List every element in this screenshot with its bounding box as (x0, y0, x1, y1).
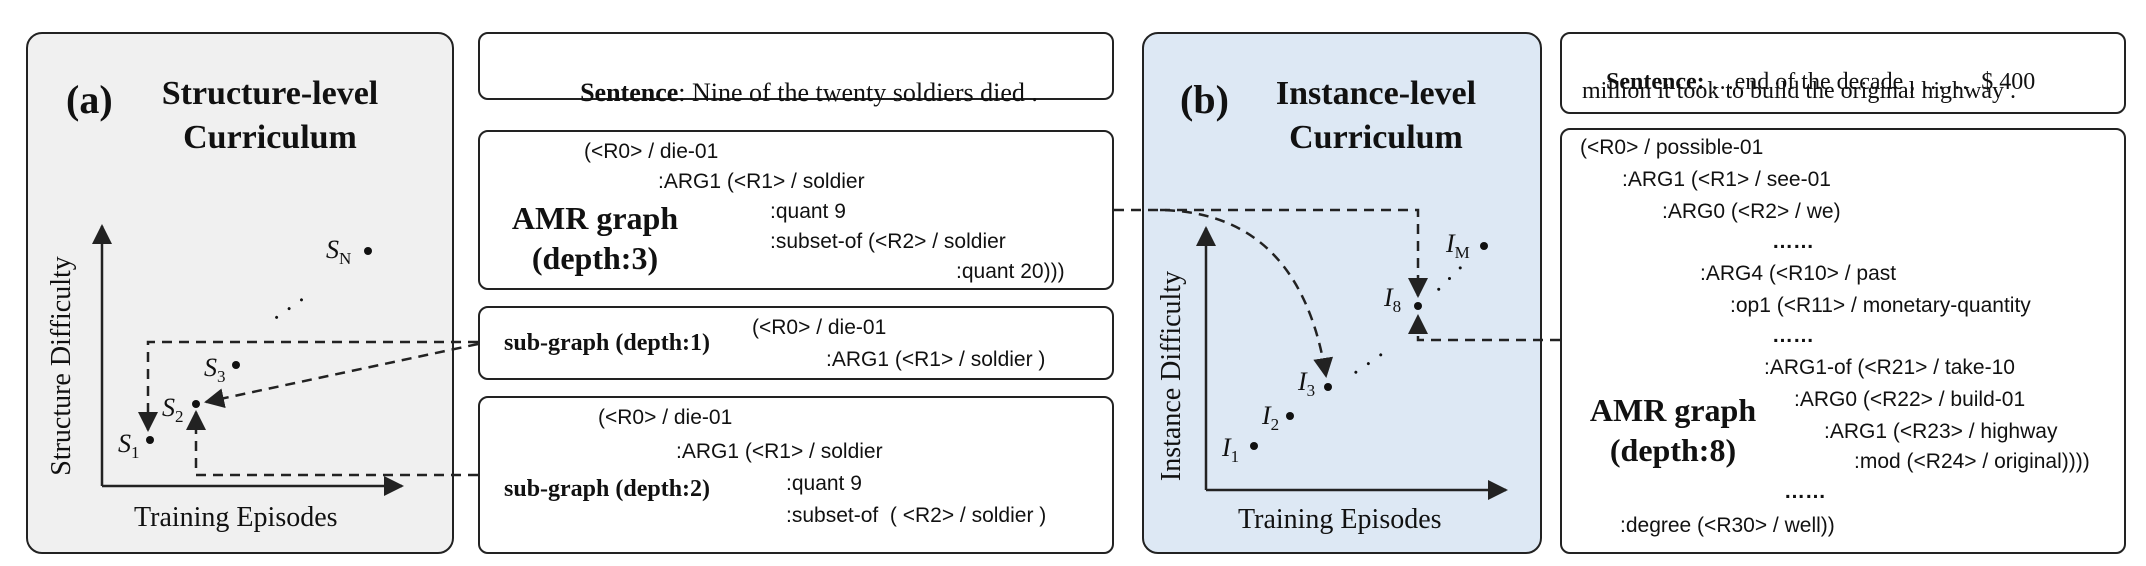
amr-b-line: :ARG1 (<R23> / highway (1824, 420, 2058, 443)
sub1-title: sub-graph (depth:1) (504, 330, 711, 356)
sub2-line: :subset-of ( <R2> / soldier ) (786, 504, 1047, 527)
i1-dot (1250, 442, 1258, 450)
amr-b-line: :degree (<R30> / well)) (1620, 514, 1835, 537)
panel-b-x-axis-label: Training Episodes (1238, 504, 1442, 535)
sub1-line: :ARG1 (<R1> / soldier ) (826, 348, 1046, 371)
amr-b-line: …… (1772, 230, 1814, 253)
label-i3: I3 (1297, 367, 1315, 400)
sub1-line: (<R0> / die-01 (752, 316, 887, 339)
amr-b-line: :mod (<R24> / original)))) (1854, 450, 2090, 473)
amr-b-line: :ARG0 (<R22> / build-01 (1794, 388, 2026, 411)
panel-a-x-axis-label: Training Episodes (134, 502, 338, 533)
im-dot (1480, 242, 1488, 250)
panel-b-connectors (1114, 208, 1560, 378)
sub2-title: sub-graph (depth:2) (504, 476, 711, 502)
label-i2: I2 (1261, 401, 1279, 434)
panel-a-points (146, 247, 372, 444)
sentence-b-line2: million it took to build the original hi… (1582, 78, 2016, 104)
s1-dot (146, 436, 154, 444)
panel-b-title-line2: Curriculum (1289, 119, 1463, 156)
panel-a-axes (92, 224, 404, 496)
label-s1: S1 (118, 429, 140, 462)
amr-b-line: …… (1784, 480, 1826, 503)
amr-b-line: :ARG1 (<R1> / see-01 (1622, 168, 1831, 191)
sub2-line: :ARG1 (<R1> / soldier (676, 440, 883, 463)
panel-b-title-line1: Instance-level (1275, 75, 1477, 112)
panel-a-title-line2: Curriculum (183, 119, 357, 156)
s2-dot (192, 400, 200, 408)
amr-a-line: (<R0> / die-01 (584, 140, 719, 163)
structure-curriculum-panel (26, 32, 454, 554)
i2-dot (1286, 412, 1294, 420)
sentence-b-line1: …end of the decade , …… $ 400 (1704, 69, 2036, 95)
panel-a-dots: · · · (265, 286, 314, 332)
amr-b-line: …… (1772, 324, 1814, 347)
amr-b-line: (<R0> / possible-01 (1580, 136, 1764, 159)
sentence-a-prefix: Sentence (580, 78, 679, 107)
sentence-a-text: : Nine of the twenty soldiers died . (678, 78, 1038, 107)
label-sn: SN (326, 235, 351, 268)
amr-b-line: :ARG1-of (<R21> / take-10 (1764, 356, 2015, 379)
amr-graph-b-box: AMR graph (depth:8) (<R0> / possible-01 … (1560, 128, 2126, 554)
sub2-line: (<R0> / die-01 (598, 406, 733, 429)
label-s2: S2 (162, 393, 184, 426)
label-i1: I1 (1221, 433, 1239, 466)
i3-dot (1324, 383, 1332, 391)
amr-a-line: :ARG1 (<R1> / soldier (658, 170, 865, 193)
sentence-a-box: Sentence: Nine of the twenty soldiers di… (478, 32, 1114, 107)
sn-dot (364, 247, 372, 255)
s3-dot (232, 361, 240, 369)
amr-a-line: :quant 20))) (956, 260, 1065, 283)
panel-a-title-line1: Structure-level (161, 75, 379, 112)
amr-a-title-line2: (depth:3) (531, 240, 659, 276)
sentence-b-prefix: Sentence: (1606, 69, 1705, 95)
amr-b-line: :ARG4 (<R10> / past (1700, 262, 1897, 285)
label-im: IM (1445, 229, 1470, 262)
amr-a-line: :quant 9 (770, 200, 846, 223)
panel-b-label: (b) (1180, 77, 1229, 122)
label-s3: S3 (204, 353, 226, 386)
amr-b-line: :op1 (<R11> / monetary-quantity (1730, 294, 2031, 317)
label-i8: I8 (1383, 283, 1401, 316)
panel-b-points (1250, 242, 1488, 450)
amr-b-line: :ARG0 (<R2> / we) (1662, 200, 1841, 223)
amr-a-line: :subset-of (<R2> / soldier (770, 230, 1006, 253)
panel-a-connectors (138, 340, 479, 477)
amr-graph-a-box: AMR graph (depth:3) (<R0> / die-01 :ARG1… (478, 130, 1114, 290)
amr-b-title-line2: (depth:8) (1609, 432, 1737, 468)
instance-curriculum-panel (1142, 32, 1542, 554)
panel-b-dots-1: · · · (1344, 341, 1393, 387)
panel-a-label: (a) (66, 77, 113, 122)
sub2-line: :quant 9 (786, 472, 862, 495)
i8-dot (1414, 302, 1422, 310)
amr-b-title-line1: AMR graph (1589, 392, 1757, 428)
amr-a-title-line1: AMR graph (511, 200, 679, 236)
sub-graph-depth1-box: sub-graph (depth:1) (<R0> / die-01 :ARG1… (478, 306, 1114, 380)
sentence-b-box: Sentence: …end of the decade , …… $ 400 … (1560, 32, 2126, 114)
panel-b-axes (1196, 226, 1508, 500)
sub-graph-depth2-box: sub-graph (depth:2) (<R0> / die-01 :ARG1… (478, 396, 1114, 554)
